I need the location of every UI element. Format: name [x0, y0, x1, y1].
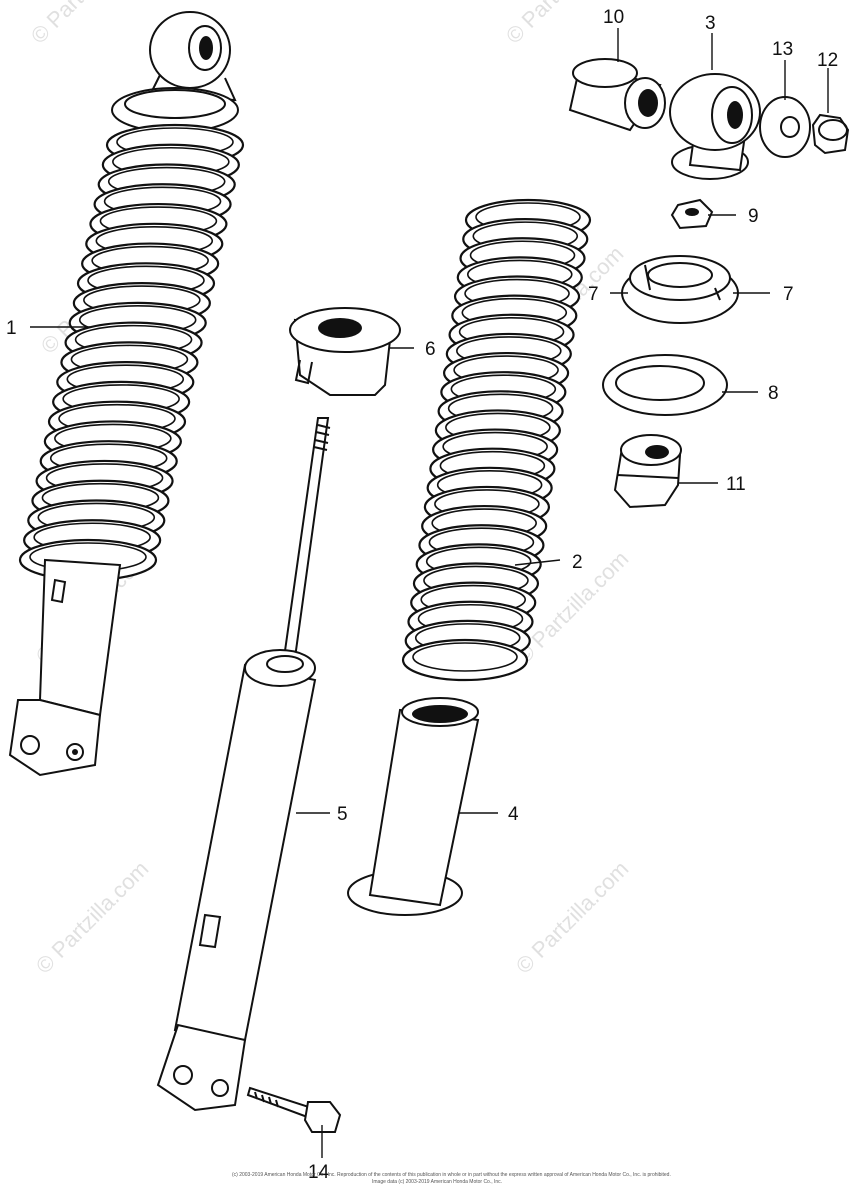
- callout-8: 8: [768, 383, 779, 404]
- copyright-line-2: Image data (c) 2003-2019 American Honda …: [372, 1179, 502, 1185]
- callout-1: 1: [6, 318, 17, 339]
- callout-3: 3: [705, 13, 716, 34]
- callout-7-left: 7: [588, 284, 599, 305]
- callout-5: 5: [337, 804, 348, 825]
- callout-12: 12: [817, 50, 838, 71]
- spring-coil: [401, 638, 529, 682]
- callout-9: 9: [748, 206, 759, 227]
- part-10-bushing: [568, 58, 666, 132]
- part-4-dust-cover: [347, 697, 480, 916]
- callout-13: 13: [772, 39, 793, 60]
- watermark: © Partzilla.com: [511, 856, 634, 979]
- callout-4: 4: [508, 804, 519, 825]
- callout-11: 11: [726, 474, 746, 495]
- part-8-plate-washer: [602, 354, 728, 416]
- copyright-line-1: (c) 2003-2019 American Honda Motor Co., …: [232, 1172, 671, 1178]
- spring-coil-inner: [412, 642, 518, 672]
- part-6-spring-seat-cup: [289, 307, 401, 396]
- callout-leaders: [30, 28, 829, 1158]
- watermark: © Partzilla.com: [26, 0, 149, 49]
- watermark: © Partzilla.com: [31, 856, 154, 979]
- part-3-upper-mount: [669, 73, 761, 180]
- callout-10: 10: [603, 7, 624, 28]
- callout-labels: 1 2 3 4 5 6 7 7 8 9 10 11 12 13 14: [6, 7, 838, 1183]
- part-14-bolt: [246, 1086, 342, 1133]
- part-12-cap-nut: [811, 113, 850, 155]
- callout-7-right: 7: [783, 284, 794, 305]
- part-9-nut: [670, 198, 714, 230]
- copyright-footer: (c) 2003-2019 American Honda Motor Co., …: [232, 1172, 671, 1185]
- part-2-spring: [401, 198, 592, 682]
- part-1-shock-absorber-assembly: [8, 11, 245, 777]
- callout-14: 14: [308, 1162, 330, 1183]
- part-5-damper: [156, 417, 331, 1112]
- part-7-collar: [621, 255, 739, 324]
- callout-2: 2: [572, 552, 583, 573]
- part-13-washer: [759, 96, 811, 158]
- callout-6: 6: [425, 339, 436, 360]
- part-11-stopper: [613, 434, 682, 509]
